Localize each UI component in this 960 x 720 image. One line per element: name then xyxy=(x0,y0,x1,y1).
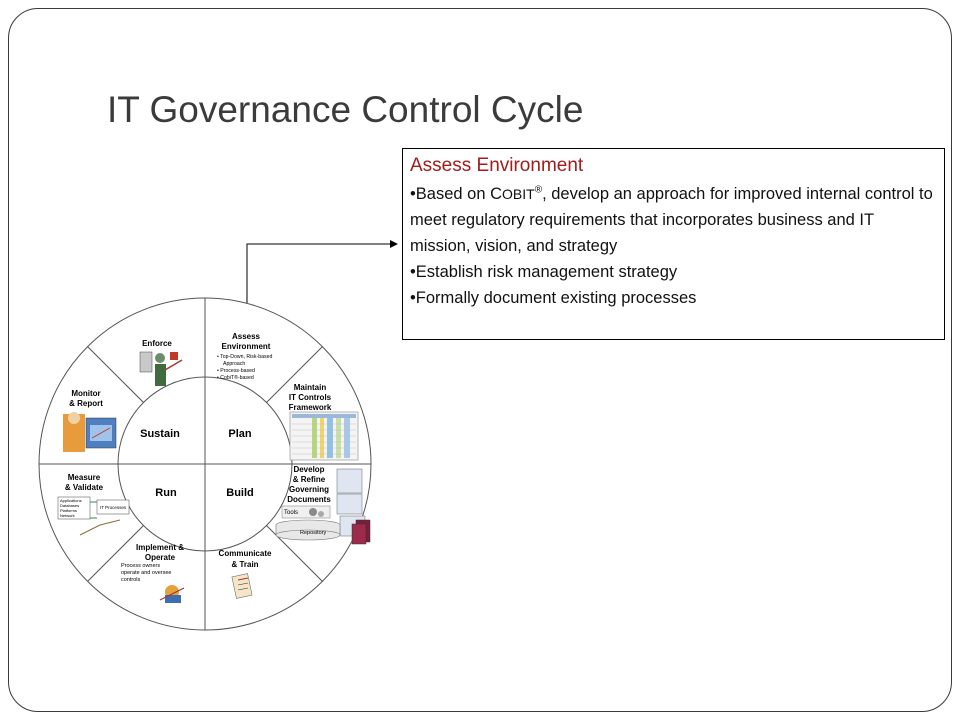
monitor-illustration-icon xyxy=(63,412,117,452)
quadrant-run: Run xyxy=(155,487,177,499)
assess-environment-callout: Assess Environment •Based on COBIT®, dev… xyxy=(402,148,945,340)
quadrant-plan: Plan xyxy=(228,428,252,440)
segment-monitor-label-1: Monitor xyxy=(71,389,100,398)
callout-bullet-list: •Based on COBIT®, develop an approach fo… xyxy=(410,181,938,311)
operate-illustration-icon xyxy=(159,585,185,603)
connector-arrow xyxy=(246,240,398,322)
divider-diag-nw xyxy=(87,346,144,403)
callout-bullet-2: •Establish risk management strategy xyxy=(410,259,938,285)
bullet-marker: • xyxy=(410,289,416,307)
segment-develop-label-3: Governing xyxy=(289,485,329,494)
quadrant-sustain: Sustain xyxy=(140,428,180,440)
documents-stack-icon xyxy=(336,468,371,545)
implement-desc-1: Process owners xyxy=(121,563,160,569)
segment-communicate-label-2: & Train xyxy=(231,560,258,569)
callout-bullet-3: •Formally document existing processes xyxy=(410,285,938,311)
implement-desc-2: operate and oversee xyxy=(121,570,171,576)
bullet1-text-after: , develop an approach for improved inter… xyxy=(410,185,933,255)
measure-box1-line-2: Databases xyxy=(60,503,79,508)
callout-bullet-1: •Based on COBIT®, develop an approach fo… xyxy=(410,181,938,259)
divider-diag-sw xyxy=(87,525,144,582)
segment-assess-label-2: Environment xyxy=(222,342,271,351)
training-illustration-icon xyxy=(231,573,253,599)
develop-repository-label: Repository xyxy=(300,530,327,536)
segment-implement-label-1: Implement & xyxy=(136,543,184,552)
segment-maintain-label-2: IT Controls xyxy=(289,393,332,402)
measure-box1-line-3: Platforms xyxy=(60,508,77,513)
bullet1-text-before: Based on C xyxy=(415,185,503,203)
bullet-marker: • xyxy=(410,185,416,203)
registered-mark: ® xyxy=(534,184,543,196)
segment-assess-label-1: Assess xyxy=(232,332,261,341)
assess-bullet-1b: Approach xyxy=(223,361,245,367)
measure-box2-label: IT Processes xyxy=(100,505,127,510)
segment-develop-label-2: & Refine xyxy=(293,475,326,484)
enforce-illustration-icon xyxy=(139,351,183,386)
segment-maintain-label-1: Maintain xyxy=(294,383,327,392)
measure-diagram-icon xyxy=(57,496,130,536)
segment-develop-label-1: Develop xyxy=(293,465,324,474)
segment-develop-label-4: Documents xyxy=(287,495,331,504)
measure-box1-line-1: Applications xyxy=(60,498,82,503)
segment-implement-label-2: Operate xyxy=(145,553,176,562)
develop-tools-label: Tools xyxy=(284,510,298,516)
spreadsheet-thumbnail-icon xyxy=(289,411,359,461)
bullet-marker: • xyxy=(410,263,416,281)
bullet3-text: Formally document existing processes xyxy=(415,289,697,307)
segment-measure-label-2: & Validate xyxy=(65,483,104,492)
divider-diag-ne xyxy=(266,346,323,403)
slide-title: IT Governance Control Cycle xyxy=(107,89,584,130)
assess-bullet-2: • Process-based xyxy=(217,368,255,374)
implement-desc-3: controls xyxy=(121,577,141,583)
measure-box1-line-4: Network xyxy=(60,513,75,518)
repository-cylinder-icon xyxy=(275,505,341,541)
segment-monitor-label-2: & Report xyxy=(69,399,103,408)
assess-bullet-1: • Top-Down, Risk-based xyxy=(217,354,272,360)
segment-measure-label-1: Measure xyxy=(68,473,101,482)
assess-bullet-3: • CobiT®-based xyxy=(217,374,254,381)
segment-communicate-label-1: Communicate xyxy=(219,549,272,558)
bullet2-text: Establish risk management strategy xyxy=(415,263,678,281)
cobit-brand: OBIT xyxy=(502,186,535,202)
segment-maintain-label-3: Framework xyxy=(289,403,332,412)
callout-heading: Assess Environment xyxy=(410,155,584,176)
quadrant-build: Build xyxy=(226,487,254,499)
segment-enforce-label: Enforce xyxy=(142,339,172,348)
